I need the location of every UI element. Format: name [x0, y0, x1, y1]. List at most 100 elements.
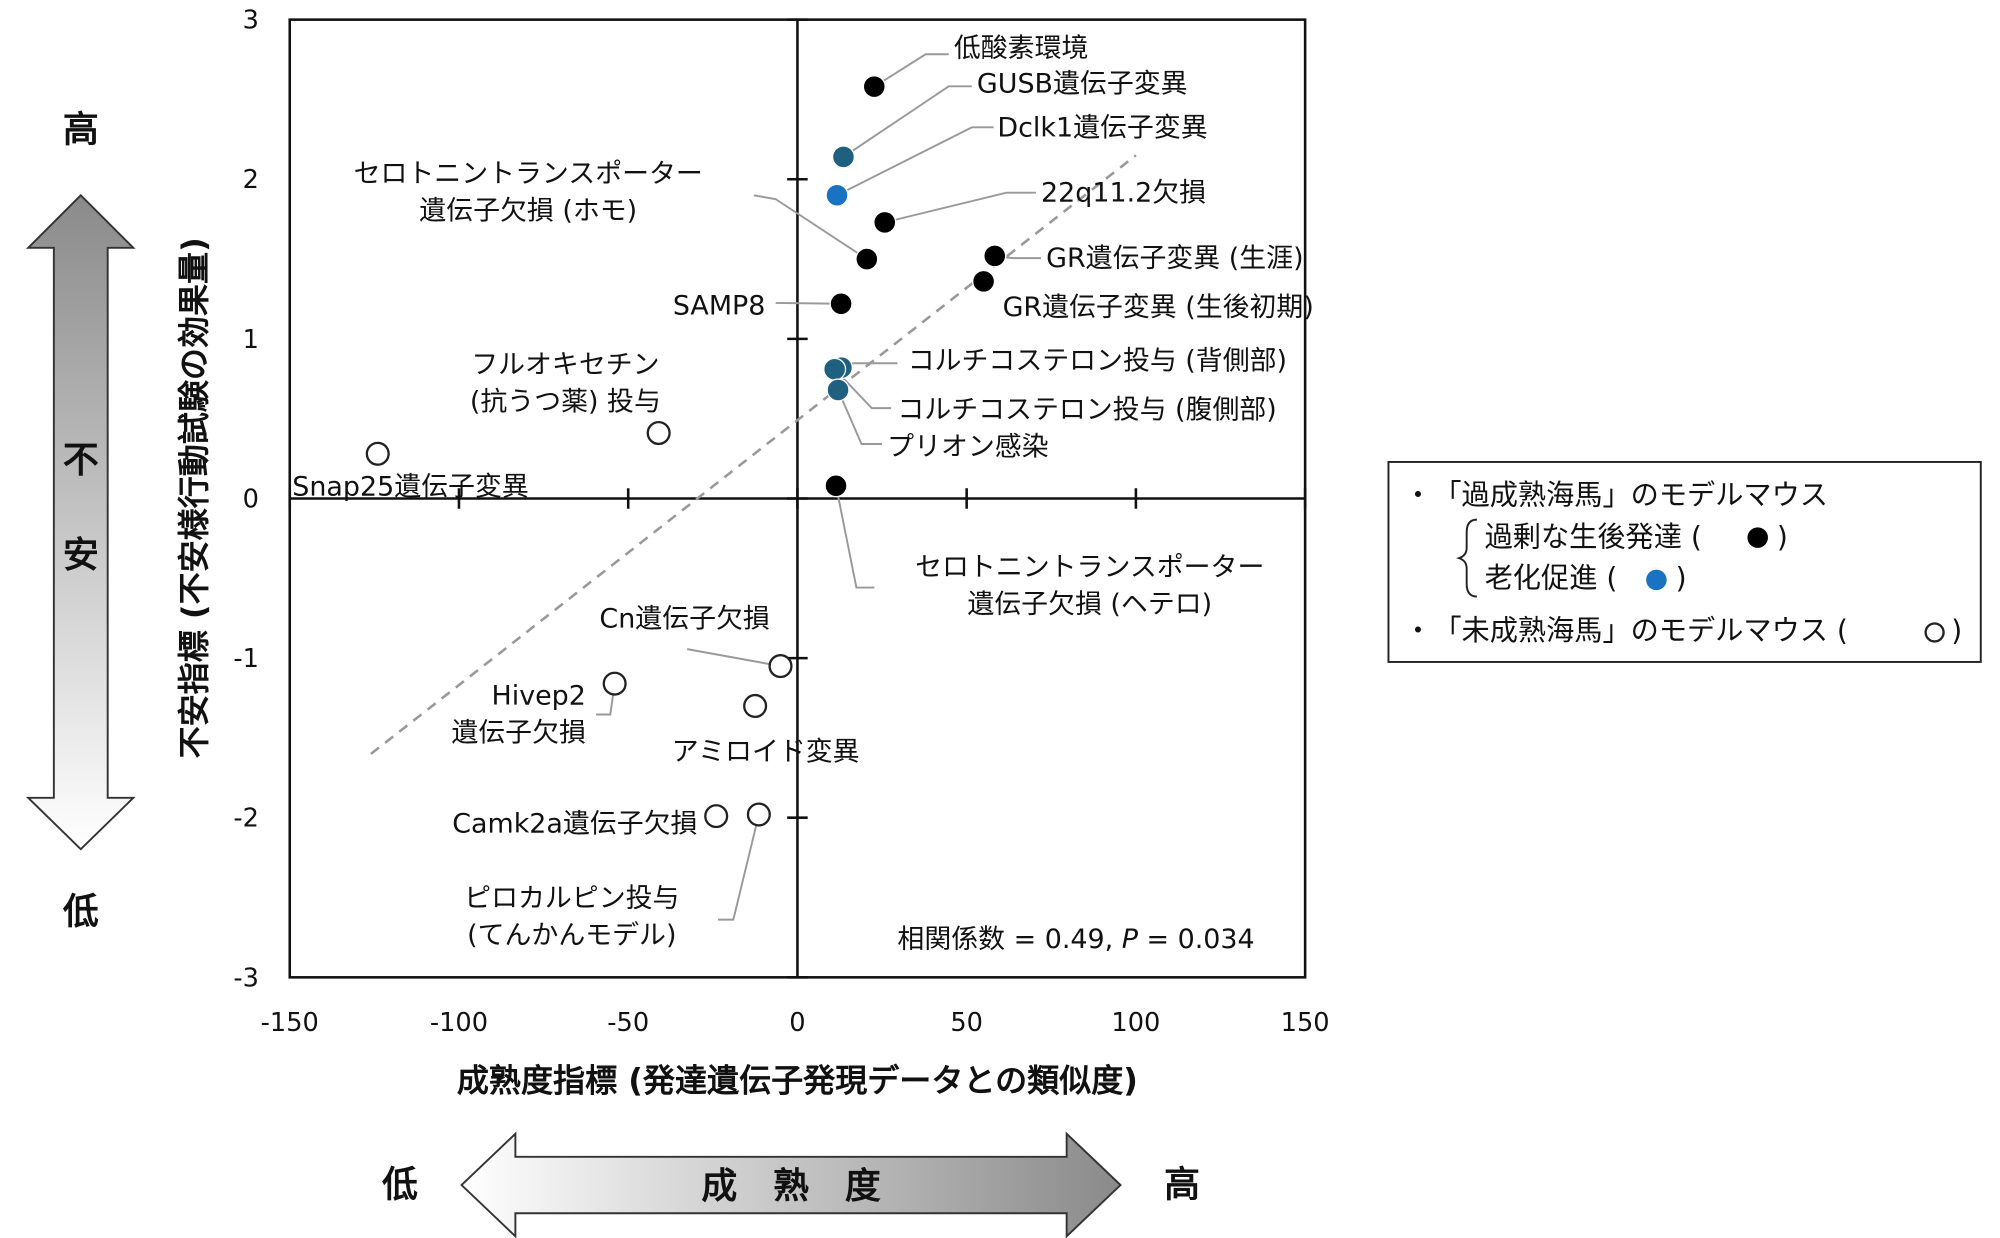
point-label: Dclk1遺伝子変異	[997, 112, 1207, 143]
legend-postnatal: 過剰な生後発達 (	[1485, 521, 1702, 554]
maturity-arrow: 低 高 成 熟 度	[382, 1131, 1200, 1238]
plot-area: -150 -100 -50 0 50 100 150 3 2 1 0 -1 -2 -3 低酸素環境 GUSB遺…	[233, 6, 1329, 1039]
legend-close-1: )	[1777, 521, 1788, 554]
point-label-line: アミロイド変異	[672, 737, 860, 768]
data-point-immature	[768, 654, 793, 679]
point-label: GUSB遺伝子変異	[977, 69, 1188, 100]
y-tick-label: -2	[233, 804, 259, 834]
legend-black-dot-icon	[1747, 527, 1768, 548]
legend-bullet-1: ・	[1404, 478, 1432, 511]
p-value: = 0.034	[1138, 924, 1255, 955]
point-label: コルチコステロン投与 (背側部)	[908, 346, 1287, 377]
maturity-label: 成 熟 度	[701, 1166, 881, 1207]
data-point-immature	[646, 420, 671, 446]
anxiety-char-2: 安	[63, 535, 99, 576]
legend-brace	[1455, 518, 1477, 598]
leader-line	[833, 368, 892, 410]
point-label: Camk2a遺伝子欠損	[452, 808, 697, 839]
point-label-line: コルチコステロン投与 (腹側部)	[897, 394, 1276, 425]
x-tick-label: -150	[261, 1008, 319, 1038]
y-tick-label: -1	[233, 644, 259, 674]
x-tick-label: 150	[1281, 1008, 1330, 1038]
legend-immature: 「未成熟海馬」のモデルマウス (	[1433, 614, 1848, 647]
data-point-immature	[746, 802, 771, 827]
y-tick-label: 0	[243, 484, 259, 514]
data-point-over_postnatal	[972, 269, 996, 293]
point-label-line: プリオン感染	[887, 432, 1048, 463]
point-label-line: セロトニントランスポーター	[354, 158, 703, 189]
x-tick-label: 0	[789, 1008, 805, 1038]
point-label-line: SAMP8	[673, 291, 766, 322]
point-label: GR遺伝子変異 (生涯)	[1046, 243, 1303, 274]
point-label-line: 22q11.2欠損	[1041, 178, 1206, 209]
legend-close-3: )	[1951, 614, 1962, 647]
point-label-line: 低酸素環境	[954, 33, 1089, 64]
point-label: 22q11.2欠損	[1041, 178, 1206, 209]
legend-close-2: )	[1676, 562, 1687, 595]
anxiety-low-label: 低	[63, 891, 99, 932]
legend-aging: 老化促進 (	[1485, 562, 1618, 595]
point-label: フルオキセチン(抗うつ薬) 投与	[470, 349, 661, 417]
legend-bullet-2: ・	[1404, 614, 1432, 647]
point-label-line: 遺伝子欠損	[451, 717, 586, 748]
legend: ・ 「過成熟海馬」のモデルマウス 過剰な生後発達 ( ) 老化促進 ( ) ・ …	[1387, 460, 1982, 663]
data-point-over_postnatal	[862, 75, 886, 99]
data-point-over_postnatal	[983, 244, 1007, 268]
x-tick-label: -100	[430, 1008, 488, 1038]
x-tick-label: -50	[607, 1008, 649, 1038]
point-label-line: セロトニントランスポーター	[915, 552, 1264, 583]
point-label: プリオン感染	[887, 432, 1048, 463]
y-tick-label: -3	[233, 963, 259, 993]
point-label: SAMP8	[673, 291, 766, 322]
legend-blue-dot-icon	[1646, 569, 1667, 591]
data-point-immature	[602, 671, 627, 696]
point-label: 低酸素環境	[954, 33, 1089, 64]
point-label: アミロイド変異	[672, 737, 860, 768]
maturity-low-label: 低	[382, 1165, 418, 1206]
point-label-line: コルチコステロン投与 (背側部)	[908, 346, 1287, 377]
point-label-line: Cn遺伝子欠損	[599, 603, 769, 634]
point-label-line: Snap25遺伝子変異	[292, 471, 528, 502]
y-axis-label: 不安指標 (不安様行動試験の効果量)	[175, 237, 213, 758]
y-tick-label: 1	[243, 325, 259, 355]
anxiety-arrow-shape	[25, 193, 136, 851]
point-label: コルチコステロン投与 (腹側部)	[897, 394, 1276, 425]
data-point-over_postnatal	[824, 474, 848, 498]
leader-line	[836, 126, 994, 197]
correlation-text: 相関係数 = 0.49,	[897, 924, 1121, 955]
anxiety-arrow: 高 低 不 安	[25, 109, 136, 932]
legend-open-circle-icon	[1924, 622, 1945, 643]
anxiety-char-1: 不	[63, 440, 99, 481]
data-point-over_postnatal	[873, 210, 897, 234]
correlation-annotation: 相関係数 = 0.49, P = 0.034	[897, 924, 1254, 955]
leader-line	[717, 814, 760, 921]
point-label: セロトニントランスポーター遺伝子欠損 (ヘテロ)	[915, 552, 1264, 620]
point-label-line: GUSB遺伝子変異	[977, 69, 1188, 100]
point-label: Snap25遺伝子変異	[292, 471, 528, 502]
x-tick-label: 50	[950, 1008, 983, 1038]
data-point-aging	[825, 183, 849, 207]
point-label: GR遺伝子変異 (生後初期)	[1003, 292, 1314, 323]
point-label: セロトニントランスポーター遺伝子欠損 (ホモ)	[354, 158, 703, 226]
leader-line	[687, 648, 781, 668]
data-point-aging_dark	[831, 145, 856, 169]
leader-line	[842, 85, 972, 158]
x-tick-label: 100	[1111, 1008, 1160, 1038]
point-label-line: (てんかんモデル)	[467, 920, 676, 951]
point-label-line: Hivep2	[492, 680, 586, 711]
y-tick-label: 3	[243, 6, 259, 36]
leader-line	[884, 191, 1036, 224]
leader-line	[753, 194, 868, 260]
legend-box	[1387, 460, 1982, 663]
point-label-line: GR遺伝子変異 (生後初期)	[1003, 292, 1314, 323]
point-label-line: Dclk1遺伝子変異	[997, 112, 1207, 143]
data-point-aging_dark	[826, 378, 850, 402]
y-tick-label: 2	[243, 165, 259, 195]
point-label: Hivep2 遺伝子欠損	[451, 680, 586, 748]
point-label-line: 遺伝子欠損 (ヘテロ)	[967, 589, 1212, 620]
point-label-line: ピロカルピン投与	[464, 883, 679, 914]
point-label: Cn遺伝子欠損	[599, 603, 769, 634]
legend-over-mature: 「過成熟海馬」のモデルマウス	[1433, 478, 1828, 511]
point-label-line: GR遺伝子変異 (生涯)	[1046, 243, 1303, 274]
